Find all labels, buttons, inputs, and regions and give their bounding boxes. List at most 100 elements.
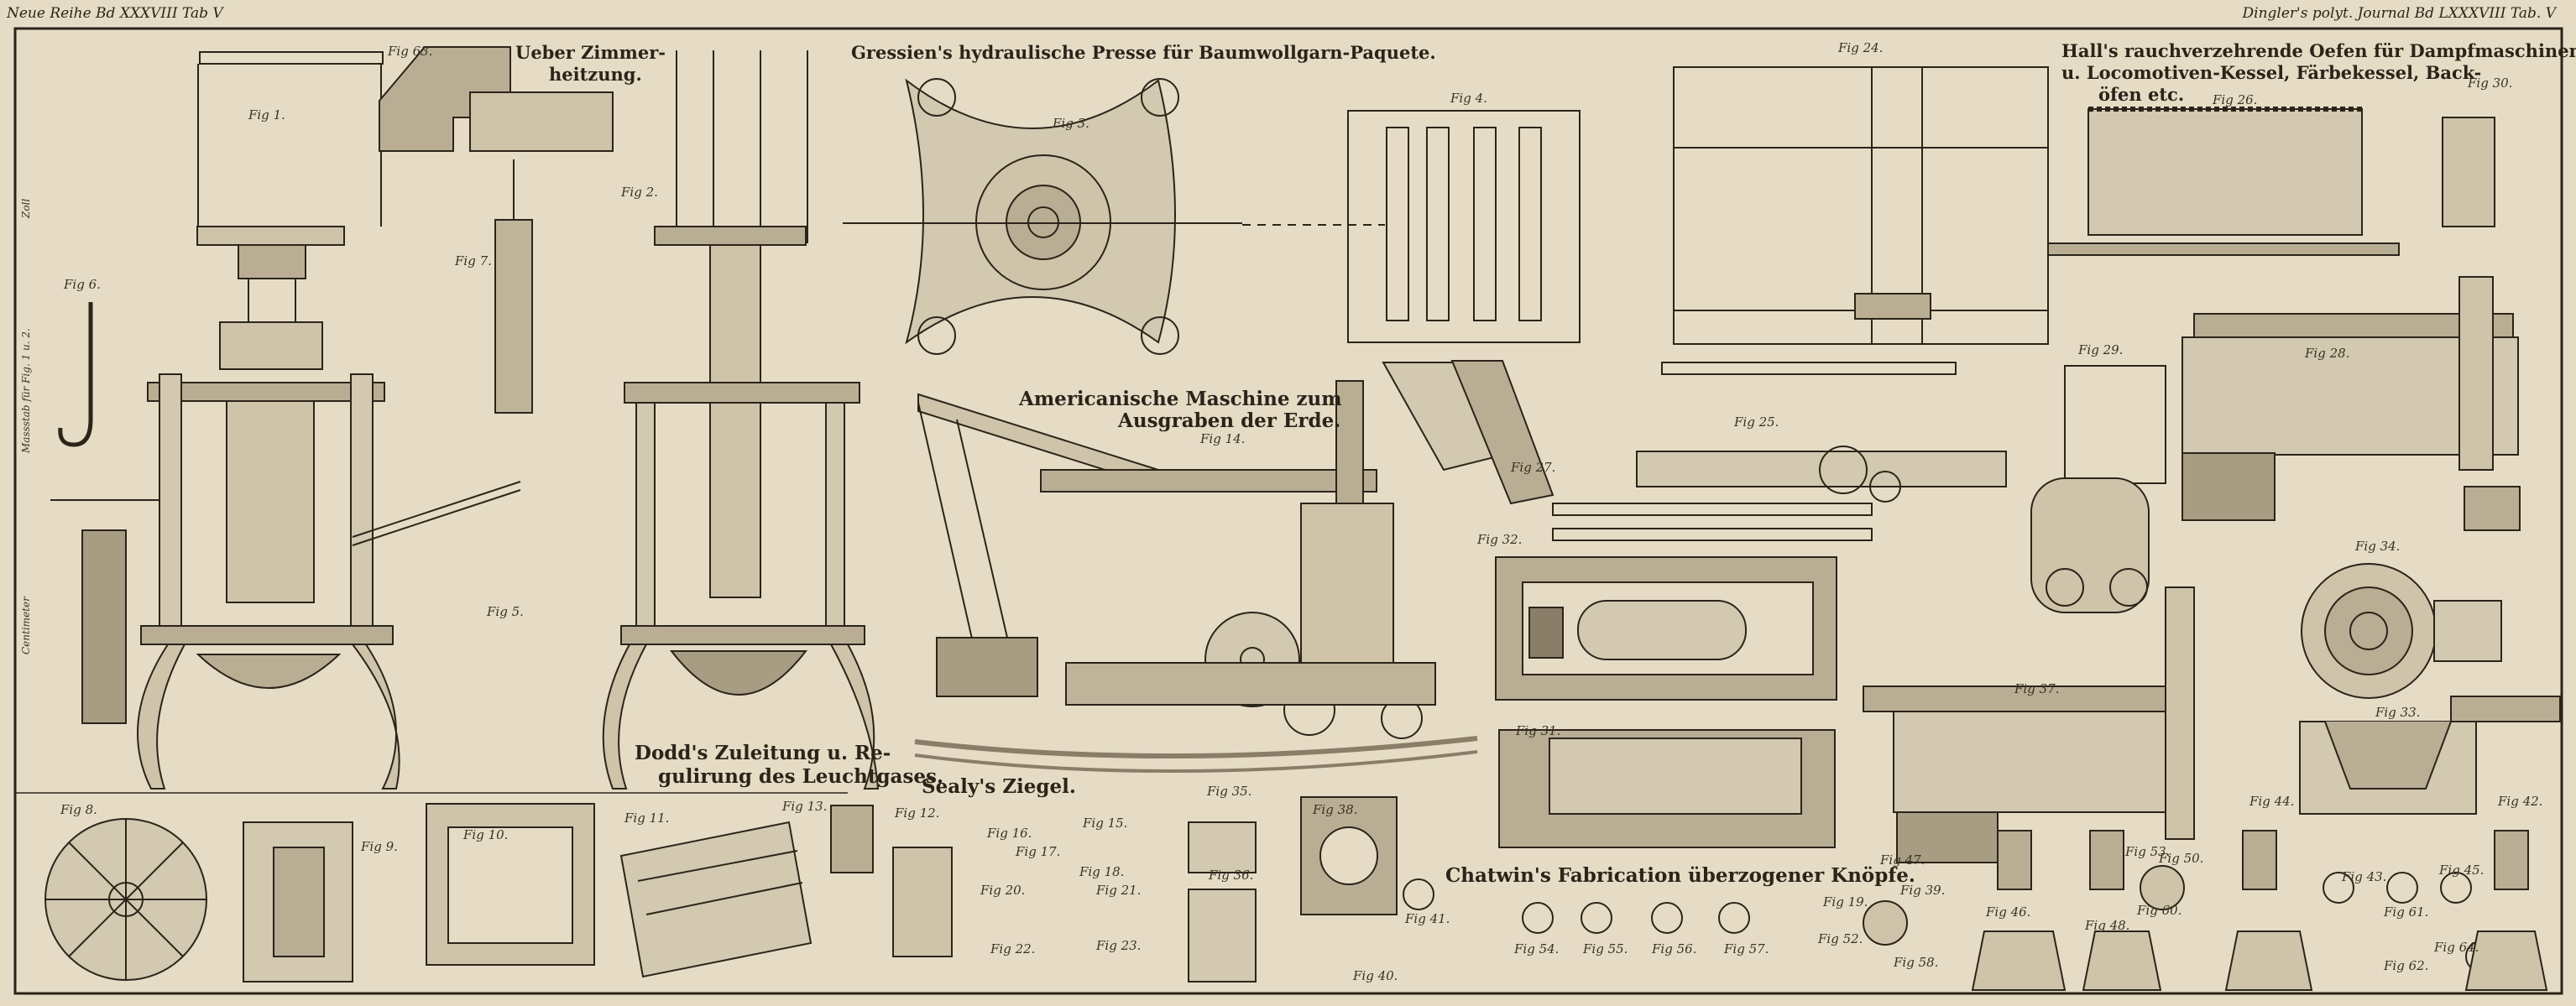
label-fig11: Fig 11. — [624, 811, 670, 826]
label-fig35: Fig 35. — [1207, 784, 1252, 799]
label-fig25: Fig 25. — [1734, 414, 1779, 430]
title-gressien: Gressien's hydraulische Presse für Baumw… — [851, 42, 1436, 63]
label-fig5: Fig 5. — [487, 604, 524, 619]
fig25-mechanism — [1552, 446, 2007, 541]
label-fig58: Fig 58. — [1894, 955, 1939, 970]
fig14-excavator — [914, 380, 1478, 774]
label-fig8: Fig 8. — [60, 802, 97, 817]
fig11-sieve — [619, 821, 813, 978]
stamp-dies — [1971, 830, 2548, 991]
label-fig38: Fig 38. — [1313, 802, 1358, 817]
label-fig7: Fig 7. — [455, 253, 492, 268]
fig34-round-furnace — [2301, 563, 2502, 699]
fig10-box — [426, 803, 595, 966]
title-dodd-line1: Dodd's Zuleitung u. Re- — [635, 742, 891, 764]
fig4-frame — [1347, 110, 1581, 343]
fig32-furnace — [1495, 556, 1837, 701]
scale-label-mid: Massstab für Fig. 1 u. 2. — [20, 328, 32, 453]
label-fig24: Fig 24. — [1838, 40, 1884, 55]
label-fig55: Fig 55. — [1583, 941, 1628, 956]
label-fig19: Fig 19. — [1823, 894, 1868, 910]
label-fig62: Fig 62. — [2384, 958, 2429, 973]
label-fig12: Fig 12. — [895, 805, 940, 821]
title-hall-line2: u. Locomotiven-Kessel, Färbekessel, Back… — [2061, 62, 2482, 83]
scale-label-top: Zoll — [20, 198, 32, 218]
label-fig27: Fig 27. — [1511, 460, 1556, 475]
label-fig42: Fig 42. — [2498, 794, 2543, 809]
label-fig40: Fig 40. — [1353, 968, 1398, 983]
label-fig44: Fig 44. — [2249, 794, 2295, 809]
scale-label-bottom: Centimeter — [20, 597, 32, 654]
fig8-wheel — [44, 818, 207, 981]
fig7-weight — [494, 159, 533, 414]
label-fig18: Fig 18. — [1079, 864, 1125, 879]
label-fig15: Fig 15. — [1083, 816, 1128, 831]
label-fig30: Fig 30. — [2468, 76, 2513, 91]
fig37-tube-boiler — [1863, 586, 2195, 863]
label-fig37: Fig 37. — [2014, 681, 2060, 696]
label-fig60: Fig 60. — [2137, 903, 2182, 918]
label-fig54: Fig 54. — [1514, 941, 1560, 956]
label-fig29: Fig 29. — [2078, 342, 2124, 357]
label-fig36: Fig 36. — [1209, 868, 1254, 883]
fig26-oven — [2047, 107, 2400, 256]
fig28-boiler — [2182, 276, 2521, 531]
label-fig64: Fig 64. — [2434, 940, 2479, 955]
label-fig21: Fig 21. — [1096, 883, 1142, 898]
header-right: Dingler's polyt. Journal Bd LXXXVIII Tab… — [2242, 5, 2557, 22]
title-sealy: Sealy's Ziegel. — [922, 775, 1076, 798]
fig24-machine-frame — [1661, 66, 2049, 375]
label-fig14: Fig 14. — [1200, 431, 1246, 446]
label-fig52: Fig 52. — [1818, 931, 1863, 946]
label-fig43: Fig 43. — [2342, 869, 2387, 884]
fig9-valve — [243, 821, 353, 983]
title-american-line1: Americanische Maschine zum — [1019, 388, 1342, 410]
button-figures — [1403, 865, 2497, 972]
fig2-gas-regulator — [602, 50, 880, 790]
label-fig6: Fig 6. — [64, 277, 101, 292]
title-zimmerheizung-line1: Ueber Zimmer- — [515, 42, 666, 63]
fig33-furnace-section — [2299, 696, 2561, 815]
label-fig10: Fig 10. — [463, 827, 509, 842]
label-fig26: Fig 26. — [2213, 92, 2258, 107]
label-fig20: Fig 20. — [980, 883, 1026, 898]
fig27-hopper — [1382, 360, 1554, 505]
label-fig4: Fig 4. — [1450, 91, 1487, 106]
label-fig50: Fig 50. — [2159, 851, 2204, 866]
label-fig23: Fig 23. — [1096, 938, 1142, 953]
title-dodd-line2: gulirung des Leuchtgases. — [658, 765, 944, 788]
label-fig17: Fig 17. — [1016, 844, 1061, 859]
label-fig56: Fig 56. — [1652, 941, 1697, 956]
label-fig1: Fig 1. — [248, 107, 285, 122]
label-fig39: Fig 39. — [1900, 883, 1946, 898]
label-fig47: Fig 47. — [1880, 852, 1925, 868]
fig63-stove-section — [379, 46, 614, 152]
label-fig2: Fig 2. — [621, 185, 658, 200]
label-fig13: Fig 13. — [782, 799, 828, 814]
label-fig63: Fig 63. — [388, 44, 433, 59]
label-fig32: Fig 32. — [1477, 532, 1523, 547]
label-fig57: Fig 57. — [1724, 941, 1769, 956]
title-hall-line1: Hall's rauchverzehrende Oefen für Dampfm… — [2061, 40, 2576, 61]
fig29-stove — [2030, 365, 2166, 613]
label-fig16: Fig 16. — [987, 826, 1032, 841]
fig1-hydraulic-press — [50, 51, 521, 790]
title-zimmerheizung-line2: heitzung. — [549, 64, 642, 85]
fig30-cylinder — [2442, 117, 2495, 227]
fig3-press-plan — [843, 78, 1385, 355]
label-fig48: Fig 48. — [2085, 918, 2130, 933]
label-fig46: Fig 46. — [1986, 904, 2031, 920]
title-hall-line3: öfen etc. — [2098, 84, 2185, 105]
fig35-38-bricks — [1188, 796, 1398, 983]
fig31-boiler-section — [1498, 729, 1836, 848]
label-fig3: Fig 3. — [1053, 116, 1089, 131]
fig12-13-fittings — [830, 805, 953, 957]
fig6-hook — [58, 302, 93, 447]
label-fig28: Fig 28. — [2305, 346, 2350, 361]
label-fig9: Fig 9. — [361, 839, 398, 854]
title-american-line2: Ausgraben der Erde. — [1118, 409, 1341, 432]
label-fig61: Fig 61. — [2384, 904, 2429, 920]
header-left: Neue Reihe Bd XXXVIII Tab V — [7, 5, 223, 22]
label-fig31: Fig 31. — [1516, 723, 1561, 738]
